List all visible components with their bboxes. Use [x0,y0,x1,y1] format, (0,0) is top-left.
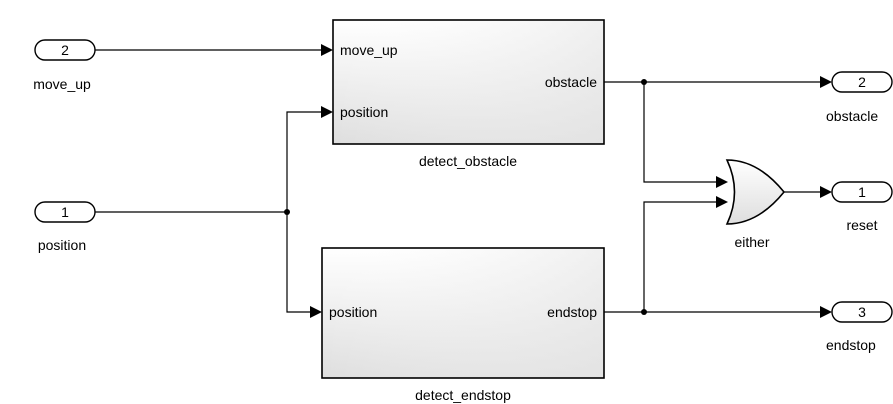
inport-number: 1 [61,204,69,220]
subsystem-shading [334,21,603,143]
arrowhead-icon [321,44,333,56]
arrowhead-icon [820,306,832,318]
arrowhead-icon [321,106,333,118]
input-port-label: move_up [340,42,398,58]
input-port-label: position [340,104,388,120]
block-name: detect_obstacle [419,153,517,169]
arrowhead-icon [716,176,728,188]
rounded-port-icon [831,301,893,323]
block-name: either [734,234,769,250]
outport-label: endstop [826,337,876,353]
outport-number: 3 [858,304,866,320]
outport-number: 1 [858,184,866,200]
rounded-port-icon [34,39,96,61]
or-gate-either[interactable]: either [725,159,786,250]
outport-label: obstacle [826,108,878,124]
output-port-label: endstop [547,304,597,320]
subsystem-detect-endstop[interactable]: position endstop detect_endstop [321,247,605,403]
signal-lines [95,44,832,318]
wire-obstacle-to-or[interactable] [643,82,716,183]
block-name: detect_endstop [415,387,511,403]
inport-number: 2 [61,42,69,58]
wire-position-to-obstacle[interactable] [286,111,323,212]
output-port-label: obstacle [545,74,597,90]
subsystem-shading [323,249,603,377]
outport-endstop[interactable]: 3 endstop [826,301,893,353]
arrowhead-icon [820,76,832,88]
arrowhead-icon [820,186,832,198]
inport-label: move_up [33,76,91,92]
rounded-port-icon [831,181,893,203]
wire-position-to-endstop[interactable] [286,212,312,313]
subsystem-detect-obstacle[interactable]: move_up position obstacle detect_obstacl… [332,19,605,169]
input-port-label: position [329,304,377,320]
arrowhead-icon [716,196,728,208]
inport-move-up[interactable]: 2 move_up [33,39,96,92]
inport-position[interactable]: 1 position [34,201,96,253]
outport-number: 2 [858,74,866,90]
rounded-port-icon [831,71,893,93]
arrowhead-icon [310,306,322,318]
outport-reset[interactable]: 1 reset [831,181,893,233]
inport-label: position [38,237,86,253]
outport-label: reset [846,217,877,233]
or-gate-icon [725,159,786,225]
wire-endstop-to-or[interactable] [643,201,716,312]
outport-obstacle[interactable]: 2 obstacle [826,71,893,124]
rounded-port-icon [34,201,96,223]
